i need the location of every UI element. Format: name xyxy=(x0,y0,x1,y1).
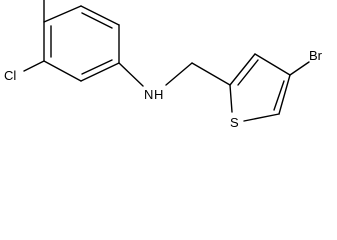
amine-hydrogen-label: H xyxy=(154,87,163,102)
double-bond-c4-c5 xyxy=(81,59,113,75)
double-bond-c4-c5-thiophene xyxy=(273,80,285,111)
sulfur-label: S xyxy=(230,115,239,130)
bond-c4-c5-thiophene xyxy=(278,74,291,115)
nitrogen-methylene-bond xyxy=(165,62,193,86)
double-bond-c2-c3-thiophene xyxy=(237,59,259,86)
bond-c5-c6 xyxy=(43,60,82,82)
amine-nitrogen-label: N xyxy=(144,87,153,102)
methylene-thiophene-bond xyxy=(191,62,231,86)
bond-s-c2-thiophene xyxy=(229,84,233,113)
thiophene-ring xyxy=(229,53,291,122)
bond-c4-c5 xyxy=(80,62,120,82)
double-bond-c2-c3 xyxy=(81,12,113,29)
bromo-bond xyxy=(289,61,310,76)
benzene-ring xyxy=(43,5,120,82)
chloro-bond xyxy=(23,60,45,72)
bond-c5-s-thiophene xyxy=(243,113,280,122)
bromine-label: Br xyxy=(309,48,323,63)
bond-c1-c2 xyxy=(43,5,82,23)
chlorine-label: Cl xyxy=(4,68,16,83)
bond-c3-c4-thiophene xyxy=(254,53,291,76)
aryl-nitrogen-bond xyxy=(118,62,144,87)
molecule-structure: Cl N H S Br xyxy=(4,0,323,130)
bond-c2-c3 xyxy=(80,5,120,26)
bond-c2-c3-thiophene xyxy=(229,53,256,86)
